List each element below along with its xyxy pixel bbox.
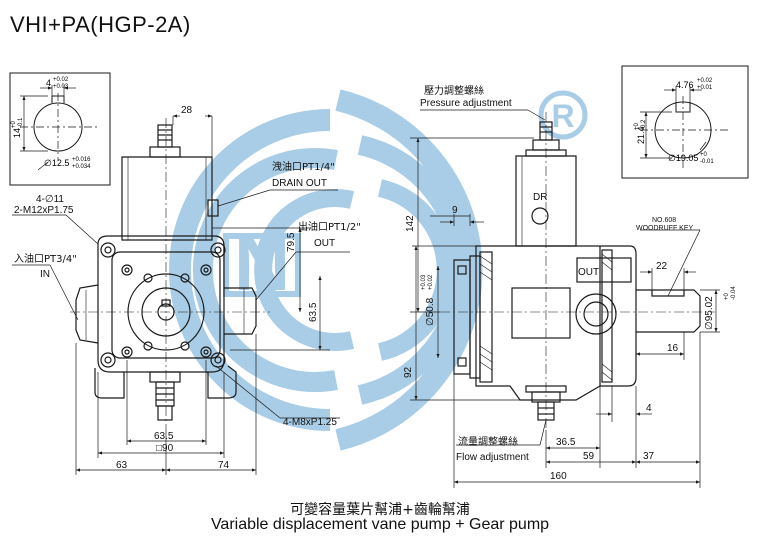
outlet-label-zh: 出油口PT1/2" (298, 220, 361, 233)
out-label: OUT (578, 267, 599, 278)
key-right-width-tol-top: +0.02 (697, 78, 713, 84)
drain-label-en: DRAIN OUT (272, 178, 327, 189)
dim-36-5: 36.5 (556, 437, 576, 448)
shaft-dia: ∅95.02 (704, 296, 715, 330)
caption-english: Variable displacement vane pump + Gear p… (210, 516, 550, 533)
thread-label: 2-M12xP1.75 (14, 205, 74, 216)
dim-22: 22 (656, 261, 668, 272)
svg-text:R: R (551, 98, 574, 134)
key-left-width: 4 (46, 78, 51, 88)
key-right-dia-tol-bottom: -0.01 (700, 159, 714, 165)
dim-square-90: □90 (156, 443, 174, 454)
bolts-label: 4-M8xP1.25 (283, 417, 337, 428)
key-right-depth-tol-top: +0 (634, 122, 640, 130)
dim-16: 16 (667, 343, 679, 354)
woodruff-key-label: WOODRUFF KEY (636, 225, 693, 232)
flow-label-zh: 流量調整螺絲 (458, 435, 518, 448)
bore-tol-bottom: +0.02 (428, 274, 434, 290)
side-view (440, 112, 715, 430)
pressure-label-en: Pressure adjustment (420, 98, 512, 109)
key-right-dia: ∅19.05 (668, 153, 698, 163)
woodruff-key-no: NO.608 (652, 217, 676, 224)
key-detail-right (621, 65, 749, 179)
bore-tol-top: +0.03 (421, 274, 427, 290)
dim-74: 74 (218, 460, 230, 471)
registered-mark: R (538, 90, 588, 140)
key-left-depth-tol-bottom: -0.1 (18, 117, 24, 128)
dim-59: 59 (583, 451, 595, 462)
svg-text:N: N (234, 219, 290, 307)
shaft-tol-bottom: -0.04 (731, 286, 737, 300)
side-view-dimensions (410, 109, 720, 488)
key-right-depth: 21.4 (636, 126, 646, 144)
dim-142: 142 (405, 215, 416, 232)
key-left-dia: ∅12.5 (44, 158, 69, 168)
dim-63: 63 (116, 460, 128, 471)
key-left-depth-tol-top: +0 (11, 120, 17, 128)
outlet-label-en: OUT (314, 238, 335, 249)
key-right-width: 4.76 (676, 80, 694, 90)
caption-chinese: 可變容量葉片幫浦+齒輪幫浦 (290, 502, 470, 518)
key-detail-left (9, 72, 111, 186)
side-view-labels: 壓力調整螺絲 Pressure adjustment DR OUT 9 142 … (403, 84, 737, 482)
inlet-label-en: IN (40, 269, 50, 280)
pressure-label-zh: 壓力調整螺絲 (424, 84, 484, 97)
dim-63-5-vertical: 63.5 (308, 302, 319, 322)
dim-4: 4 (646, 403, 652, 414)
dim-37: 37 (643, 451, 655, 462)
key-left-dia-tol-bottom: +0.034 (72, 164, 91, 170)
key-left-width-tol-bottom: +0.03 (53, 84, 69, 90)
key-left-dia-tol-top: +0.016 (72, 157, 91, 163)
drain-label-zh: 洩油口PT1/4" (272, 160, 335, 173)
bore-dia: ∅50.8 (425, 297, 436, 326)
inlet-label-zh: 入油口PT3/4" (14, 252, 77, 265)
key-right-width-tol-bottom: +0.01 (697, 85, 713, 91)
dim-63-5-horizontal: 63.5 (154, 431, 174, 442)
front-view-labels: 28 洩油口PT1/4" DRAIN OUT 4-∅11 2-M12xP1.75… (14, 105, 361, 471)
gear-pump-hatch (479, 253, 613, 381)
dim-9: 9 (452, 205, 458, 216)
flow-label-en: Flow adjustment (456, 452, 529, 463)
watermark-logo: N (169, 89, 483, 451)
front-view (70, 118, 270, 430)
key-left-depth: 14 (12, 128, 22, 138)
key-left-width-tol-top: +0.02 (53, 77, 69, 83)
holes-label: 4-∅11 (36, 194, 64, 205)
dim-92: 92 (403, 366, 414, 378)
dim-79-5: 79.5 (286, 232, 297, 252)
shaft-tol-top: +0 (724, 292, 730, 300)
dr-label: DR (533, 192, 547, 203)
drawing-title: VHI+PA(HGP-2A) (10, 12, 191, 37)
key-right-dia-tol-top: +0 (700, 152, 708, 158)
key-right-depth-tol-bottom: -0.2 (641, 119, 647, 130)
dim-160: 160 (550, 471, 567, 482)
dim-28: 28 (181, 105, 193, 116)
front-view-dimensions (12, 114, 350, 475)
